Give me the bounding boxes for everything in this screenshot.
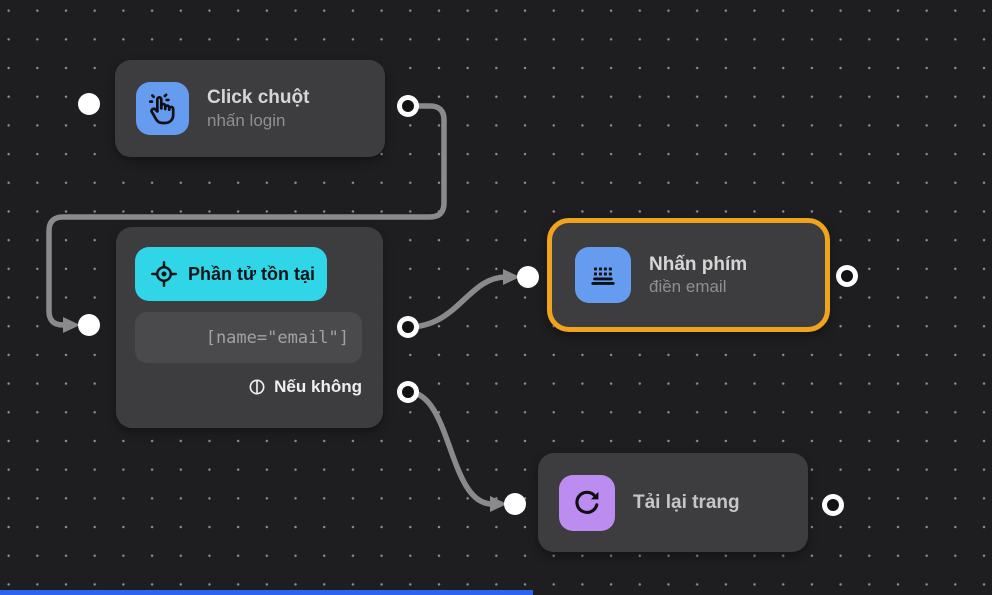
edge-arrowhead — [490, 496, 507, 512]
badge-label: Phần tử tồn tại — [188, 263, 316, 284]
bottom-scrollbar[interactable] — [0, 590, 533, 595]
hand-click-icon — [136, 82, 189, 135]
exists-output-port-core — [402, 321, 414, 333]
edge-arrowhead — [503, 269, 520, 285]
node-title: Click chuột — [207, 87, 310, 108]
node-title: Tải lại trang — [633, 491, 740, 513]
target-icon — [150, 260, 177, 287]
node-subtitle: điền email — [649, 277, 727, 297]
reload-icon — [559, 474, 615, 531]
fallback-label: Nếu không — [274, 377, 362, 396]
node-title: Nhấn phím — [649, 253, 748, 275]
exists-input-port[interactable] — [78, 314, 100, 336]
reload-output-port-core — [827, 499, 839, 511]
node-subtitle: nhấn login — [207, 110, 286, 130]
node-click-mouse[interactable]: Click chuột nhấn login — [115, 60, 385, 157]
edge-arrowhead — [63, 317, 80, 333]
node-press-key[interactable]: Nhấn phím điền email — [547, 218, 830, 332]
selector-value: [name="email"] — [205, 327, 349, 348]
keyboard-icon — [575, 247, 631, 303]
presskey-input-port[interactable] — [517, 266, 539, 288]
click-input-port[interactable] — [78, 93, 100, 115]
exists-fallback-port-core — [402, 386, 414, 398]
node-reload-page[interactable]: Tải lại trang — [538, 453, 808, 552]
selector-field[interactable]: [name="email"] — [135, 312, 362, 363]
edge-click-to-exists[interactable] — [46, 103, 447, 328]
element-exists-badge[interactable]: Phần tử tồn tại — [135, 247, 327, 301]
circled-bar-icon — [249, 379, 265, 395]
presskey-output-port-core — [841, 270, 853, 282]
edge-fallback-to-reload[interactable] — [407, 389, 493, 507]
fallback-row: Nếu không — [135, 377, 362, 397]
edge-exists-to-presskey[interactable] — [407, 274, 507, 330]
reload-input-port[interactable] — [504, 493, 526, 515]
node-element-exists[interactable]: Phần tử tồn tại [name="email"] Nếu không — [116, 227, 383, 428]
click-output-port-core — [402, 100, 414, 112]
